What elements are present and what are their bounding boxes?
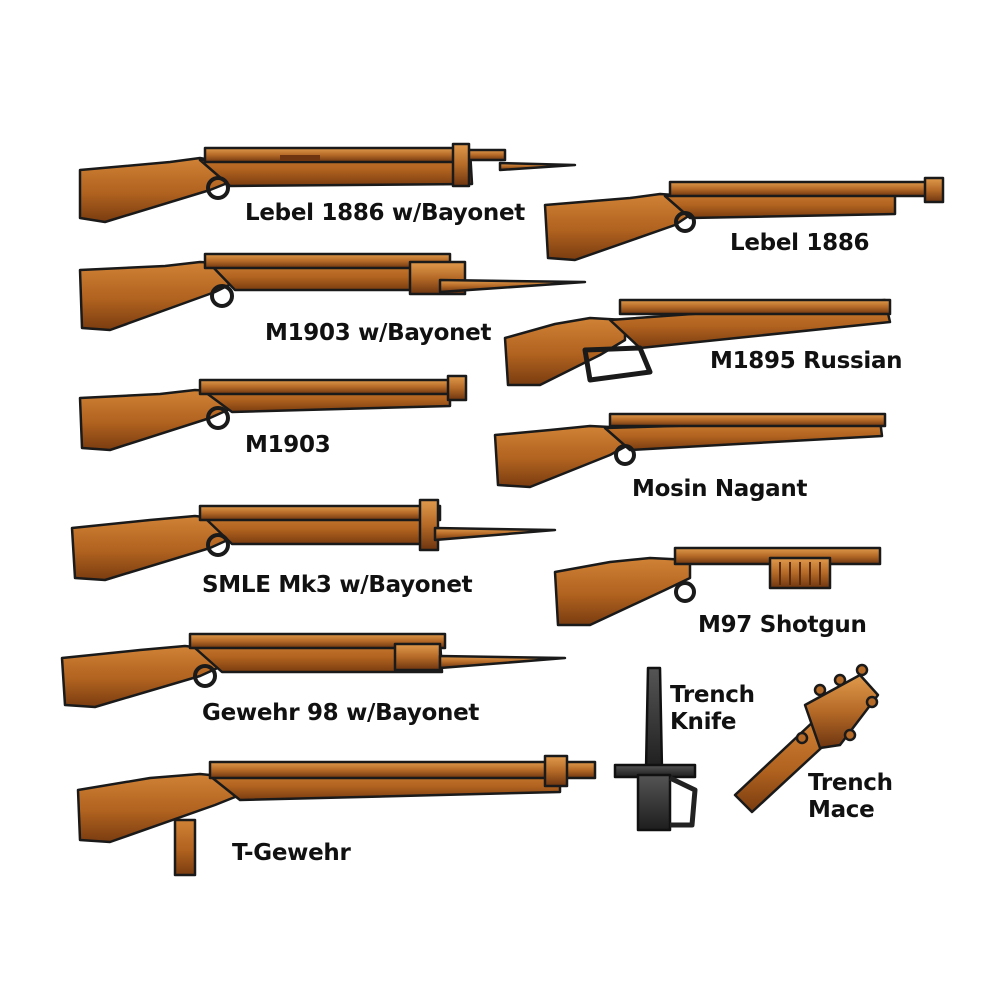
label-m1903-bayonet: M1903 w/Bayonet [265, 320, 492, 346]
label-trench-mace: Trench Mace [808, 770, 893, 823]
label-smle-mk3-bayonet: SMLE Mk3 w/Bayonet [202, 572, 473, 598]
spiked-mace-icon [733, 663, 880, 814]
m97-shotgun-icon [553, 546, 882, 627]
label-m97-shotgun: M97 Shotgun [698, 612, 867, 638]
m1903-bayonet-icon [78, 252, 587, 332]
label-mosin-nagant: Mosin Nagant [632, 476, 808, 502]
label-lebel-1886: Lebel 1886 [730, 230, 870, 256]
m1903-icon [78, 374, 468, 452]
lebel-1886-bayonet-icon [78, 142, 577, 224]
mosin-nagant-icon [493, 412, 887, 489]
gewehr-98-bayonet-icon [60, 632, 567, 709]
smle-mk3-bayonet-icon [70, 498, 557, 582]
label-lebel-1886-bayonet: Lebel 1886 w/Bayonet [245, 200, 525, 226]
label-m1903: M1903 [245, 432, 331, 458]
label-trench-knife: Trench Knife [670, 682, 755, 735]
trench-knife-icon [613, 666, 698, 832]
lebel-1886-icon [543, 176, 945, 262]
m1895-russian-icon [503, 298, 892, 387]
label-gewehr-98-bayonet: Gewehr 98 w/Bayonet [202, 700, 480, 726]
label-t-gewehr: T-Gewehr [232, 840, 351, 866]
label-m1895-russian: M1895 Russian [710, 348, 903, 374]
t-gewehr-icon [76, 754, 597, 877]
